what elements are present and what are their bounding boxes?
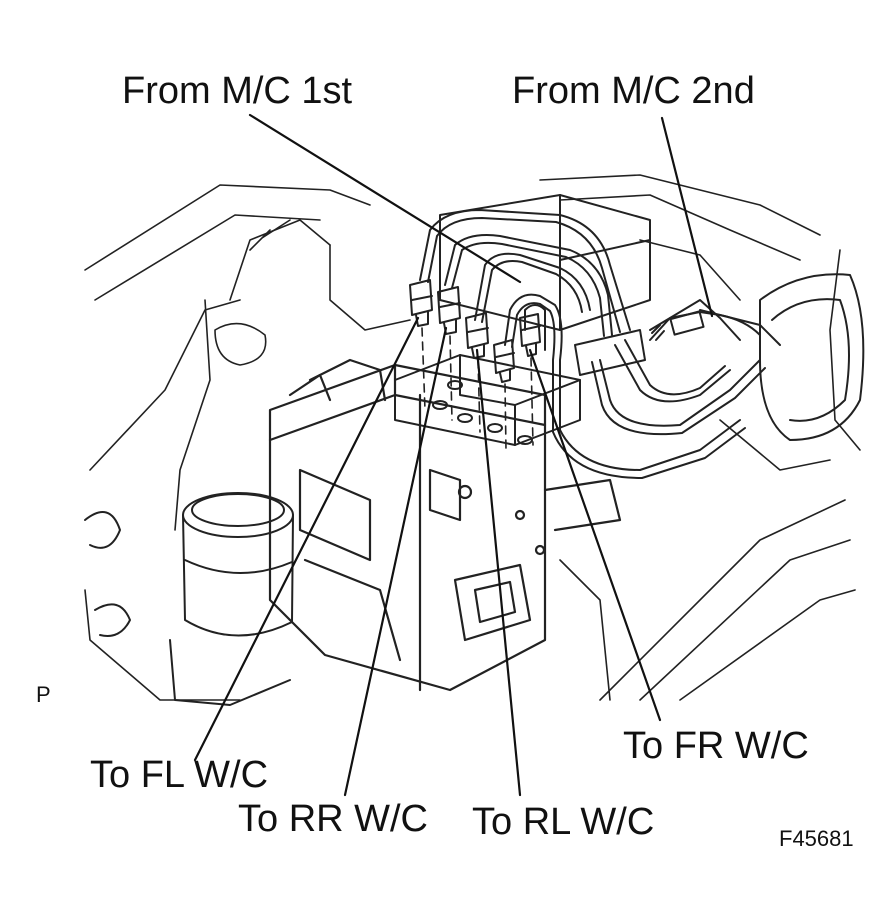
alignment-dashes [421, 327, 534, 451]
label-from-mc-2nd: From M/C 2nd [512, 70, 755, 112]
leader-lines [193, 113, 714, 797]
label-to-rl-wc: To RL W/C [472, 801, 655, 843]
leader-from-mc-1st [248, 113, 522, 284]
mc-2nd-fitting [649, 310, 761, 341]
fluid-reservoir [84, 492, 294, 706]
view-marker: P [36, 682, 51, 707]
actuator-top-block [394, 354, 581, 446]
brake-tube-bundle [419, 209, 781, 479]
flare-nut-fittings [409, 279, 541, 383]
brake-booster [759, 273, 865, 441]
figure-id: F45681 [779, 826, 854, 851]
label-to-rr-wc: To RR W/C [238, 798, 428, 840]
engine-bay-outline [84, 174, 861, 701]
label-to-fl-wc: To FL W/C [90, 754, 269, 796]
leader-to-rr-wc [343, 326, 448, 797]
label-from-mc-1st: From M/C 1st [122, 70, 353, 112]
label-to-fr-wc: To FR W/C [623, 725, 809, 767]
leader-from-mc-2nd [660, 116, 714, 318]
leader-to-rl-wc [475, 348, 522, 797]
abs-actuator-body [268, 358, 622, 692]
leader-to-fl-wc [193, 316, 420, 762]
leader-to-fr-wc [528, 348, 662, 722]
